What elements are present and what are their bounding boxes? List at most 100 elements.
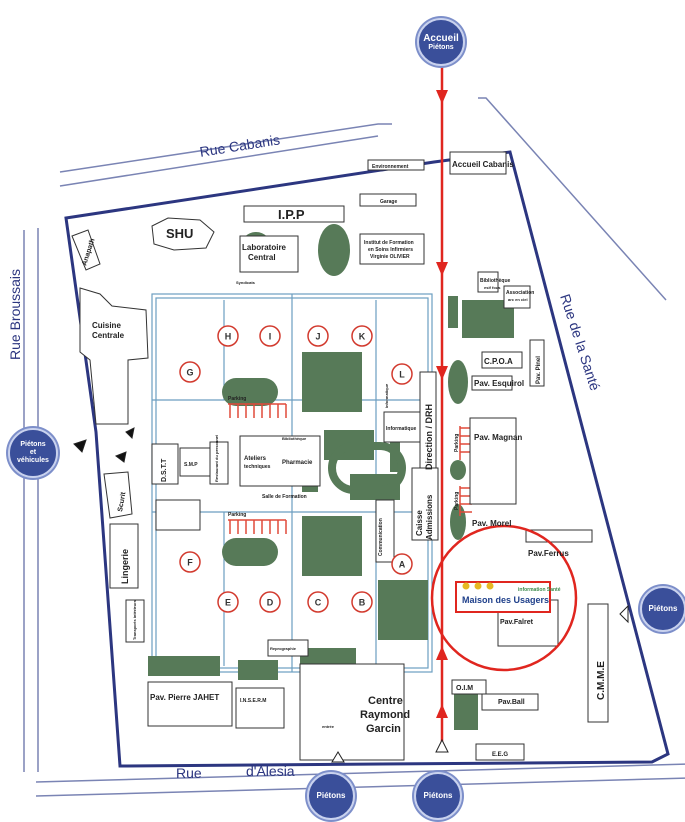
marker-k-label: K <box>359 332 366 342</box>
street-edges <box>23 97 685 797</box>
badge-left-line3: véhicules <box>17 457 49 464</box>
marker-a-circle[interactable] <box>391 553 413 575</box>
badge-accueil-pietons[interactable]: Accueil Piétons <box>417 18 465 66</box>
badge-pietons-vehicules[interactable]: Piétons et véhicules <box>8 428 58 478</box>
marker-c-label: C <box>315 598 322 608</box>
badge-pietons-right[interactable]: Piétons <box>640 586 685 632</box>
label-informatique: Informatique <box>384 383 389 408</box>
green-spaces <box>148 224 514 730</box>
street-west-label: Rue Broussais <box>7 269 23 360</box>
street-north-label: Rue Cabanis <box>199 131 281 159</box>
marker-c-circle[interactable] <box>307 591 329 613</box>
label-parking: Parking <box>228 396 246 402</box>
maison-people-icon <box>462 582 494 590</box>
marker-e-circle[interactable] <box>217 591 239 613</box>
marker-g-label: G <box>186 368 193 378</box>
marker-j-circle[interactable] <box>307 325 329 347</box>
label-centre-3: Garcin <box>366 723 401 735</box>
badge-left-line2: et <box>29 449 37 456</box>
label-asso-2: arc en ciel <box>508 297 528 302</box>
label-ateliers-2: techniques <box>244 464 271 470</box>
marker-h-label: H <box>225 332 232 342</box>
label-lingerie: Lingerie <box>120 549 130 584</box>
label-ifsi-3: Virginie OLIVIER <box>370 254 410 260</box>
marker-l-label: L <box>399 370 405 380</box>
badge-bottom-left-text: Piétons <box>316 791 346 800</box>
label-pharmacie: Pharmacie <box>282 460 313 466</box>
pedestrian-route <box>436 44 448 748</box>
label-informatique-2: Informatique <box>386 426 416 432</box>
marker-b-circle[interactable] <box>351 591 373 613</box>
building-labels: Environnement Accueil Cabanis Garage I.P… <box>81 160 607 758</box>
badge-left-line1: Piétons <box>20 441 46 448</box>
label-direction-drh: Direction / DRH <box>424 404 434 470</box>
maison-tagline: information Santé <box>518 587 561 593</box>
maison-title: Maison des Usagers <box>462 595 549 605</box>
label-cuisine-2: Centrale <box>92 331 125 340</box>
label-restaurant: Restaurant du personnel <box>214 435 219 482</box>
label-admissions: Admissions <box>425 494 434 540</box>
marker-j-label: J <box>315 332 320 342</box>
marker-i-label: I <box>269 332 272 342</box>
label-labo-2: Central <box>248 253 276 262</box>
label-esif: esif fous <box>484 285 501 290</box>
marker-k-circle[interactable] <box>351 325 373 347</box>
label-ipp: I.P.P <box>278 207 305 222</box>
label-cmme: C.M.M.E <box>596 661 607 700</box>
street-south-label-a: Rue <box>176 765 202 781</box>
marker-g-circle[interactable] <box>179 361 201 383</box>
label-bibliotheque-2: Bibliothèque <box>282 436 307 441</box>
marker-f-circle[interactable] <box>179 551 201 573</box>
marker-d-label: D <box>267 598 274 608</box>
label-pav-jahet: Pav. Pierre JAHET <box>150 693 219 702</box>
label-pav-pinel: Pav. Pinel <box>536 356 542 384</box>
label-garage: Garage <box>380 199 397 205</box>
label-cpoa: C.P.O.A <box>484 357 513 366</box>
label-parking-v1: Parking <box>454 434 460 452</box>
label-cuisine-1: Cuisine <box>92 321 121 330</box>
badge-pietons-bottom-left[interactable]: Piétons <box>307 772 355 820</box>
label-environnement: Environnement <box>372 164 409 170</box>
label-parking-2: Parking <box>228 512 246 518</box>
marker-d-circle[interactable] <box>259 591 281 613</box>
label-ifsi-2: en Soins Infirmiers <box>368 247 413 253</box>
label-ifsi-1: Institut de Formation <box>364 240 414 246</box>
street-south-label-b: d'Alesia <box>246 763 295 779</box>
label-transports: Transports intérieurs <box>132 599 137 640</box>
maison-highlight-circle <box>430 524 578 672</box>
label-pav-esquirol: Pav. Esquirol <box>474 379 524 388</box>
label-accueil-cabanis: Accueil Cabanis <box>452 160 514 169</box>
label-centre-1: Centre <box>368 695 403 707</box>
label-entree: entrée <box>322 724 335 729</box>
label-pav-falret: Pav.Falret <box>500 619 534 626</box>
label-communication: Communication <box>378 518 384 556</box>
entrance-triangles <box>73 427 629 763</box>
marker-f-label: F <box>187 558 193 568</box>
label-bibliotheque: Bibliothèque <box>480 278 510 284</box>
label-pav-ferrus: Pav.Ferrus <box>528 549 569 558</box>
label-pav-ball: Pav.Ball <box>498 699 525 706</box>
buildings <box>71 151 609 761</box>
label-parking-v2: Parking <box>454 492 460 510</box>
label-inserm: I.N.S.E.R.M <box>240 698 266 704</box>
label-centre-2: Raymond <box>360 709 410 721</box>
label-salle-formation: Salle de Formation <box>262 494 307 500</box>
badge-bottom-right-text: Piétons <box>423 791 453 800</box>
badge-accueil-sub: Piétons <box>428 43 454 51</box>
marker-i-circle[interactable] <box>259 325 281 347</box>
maison-sign[interactable] <box>455 581 551 613</box>
label-smp: S.M.P <box>184 462 198 468</box>
label-oim: O.I.M <box>456 685 473 692</box>
label-eeg: E.E.G <box>492 752 508 758</box>
badge-pietons-bottom-right[interactable]: Piétons <box>414 772 462 820</box>
marker-h-circle[interactable] <box>217 325 239 347</box>
marker-e-label: E <box>225 598 231 608</box>
marker-l-circle[interactable] <box>391 363 413 385</box>
label-pav-magnan: Pav. Magnan <box>474 433 522 442</box>
label-shu: SHU <box>166 226 193 241</box>
label-dstt: D.S.T.T <box>161 458 168 482</box>
label-pav-morel: Pav. Morel <box>472 519 511 528</box>
roundabout <box>328 442 406 494</box>
